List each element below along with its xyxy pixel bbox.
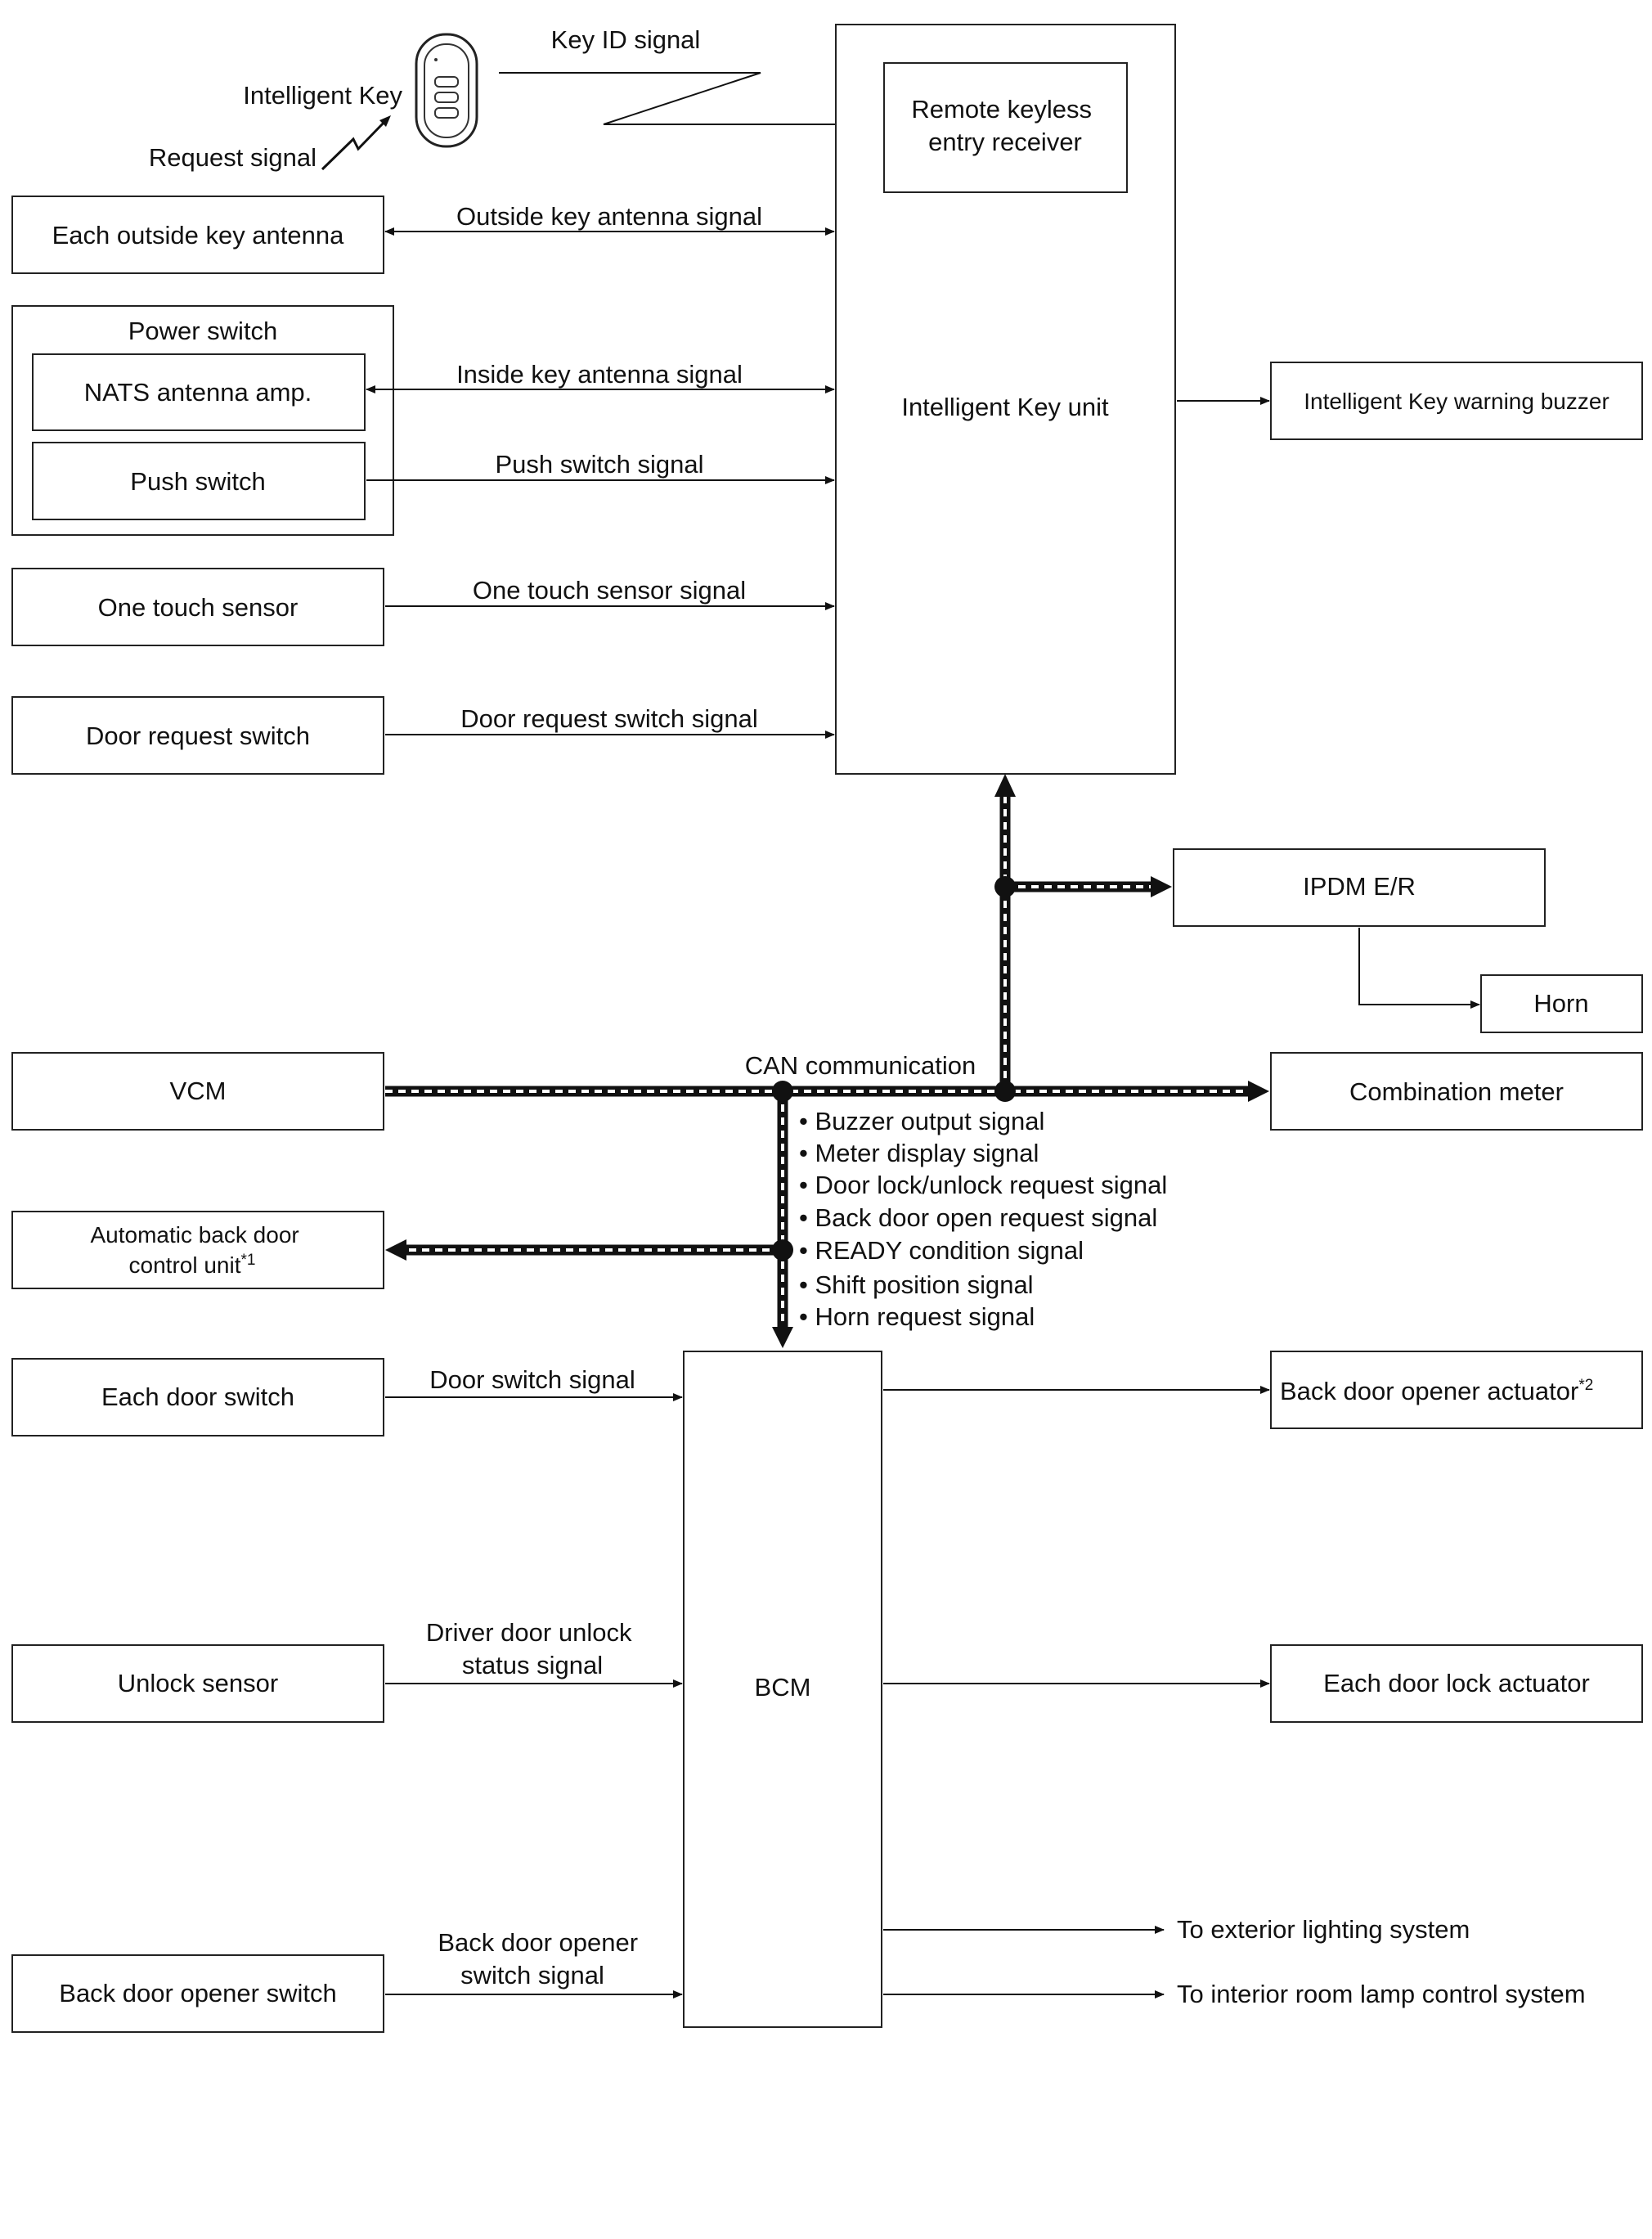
can-signal-item: • Buzzer output signal bbox=[799, 1107, 1044, 1135]
power-switch-label: Power switch bbox=[128, 317, 278, 345]
can-bus bbox=[385, 774, 1269, 1348]
driver-door-unlock-status-signal-label: Driver door unlock status signal bbox=[426, 1618, 639, 1679]
bcm-label: BCM bbox=[755, 1673, 811, 1702]
each-door-lock-actuator-box bbox=[1270, 1644, 1643, 1723]
remote-keyless-receiver-label: Remote keyless entry receiver bbox=[911, 95, 1098, 156]
outside-key-antenna-signal-label: Outside key antenna signal bbox=[456, 202, 762, 231]
vcm-label: VCM bbox=[170, 1077, 227, 1105]
can-signal-item: • READY condition signal bbox=[799, 1236, 1084, 1265]
auto-back-door-cu-box bbox=[11, 1211, 384, 1289]
can-signal-list: • Buzzer output signal • Meter display s… bbox=[799, 1107, 1167, 1331]
nats-antenna-amp-label: NATS antenna amp. bbox=[84, 378, 312, 407]
back-door-opener-actuator-note: *2 bbox=[1578, 1377, 1593, 1394]
intelligent-key-fob-icon bbox=[415, 33, 478, 148]
to-exterior-lighting-label: To exterior lighting system bbox=[1177, 1915, 1470, 1944]
each-door-switch-label: Each door switch bbox=[101, 1383, 294, 1411]
push-switch-label: Push switch bbox=[130, 467, 265, 496]
back-door-opener-actuator-label: Back door opener actuator*2 bbox=[1280, 1377, 1593, 1405]
remote-keyless-receiver-line1: Remote keyless bbox=[911, 95, 1092, 124]
can-signal-item: • Door lock/unlock request signal bbox=[799, 1171, 1167, 1199]
ipdm-er-label: IPDM E/R bbox=[1303, 872, 1416, 901]
ik-warning-buzzer-label: Intelligent Key warning buzzer bbox=[1304, 389, 1609, 414]
back-door-opener-actuator-text: Back door opener actuator bbox=[1280, 1377, 1578, 1405]
unlock-sensor-box bbox=[11, 1644, 384, 1723]
back-door-opener-switch-signal-label: Back door opener switch signal bbox=[438, 1928, 644, 1989]
can-communication-label: CAN communication bbox=[745, 1051, 976, 1080]
key-id-signal-arrow bbox=[499, 72, 882, 128]
driver-door-unlock-status-line2: status signal bbox=[462, 1651, 603, 1679]
nats-antenna-amp-box bbox=[32, 353, 366, 431]
can-signal-item: • Shift position signal bbox=[799, 1270, 1034, 1299]
ipdm-to-horn-arrow bbox=[1358, 928, 1480, 1009]
door-request-switch-label: Door request switch bbox=[86, 722, 310, 750]
can-signal-item: • Horn request signal bbox=[799, 1302, 1035, 1331]
request-signal-lightning-icon bbox=[321, 115, 391, 171]
each-outside-key-antenna-label: Each outside key antenna bbox=[52, 221, 345, 250]
push-switch-signal-label: Push switch signal bbox=[495, 450, 703, 479]
auto-back-door-cu-note: *1 bbox=[241, 1252, 256, 1269]
door-request-switch-box bbox=[11, 696, 384, 775]
ik-warning-buzzer-box bbox=[1270, 362, 1643, 440]
back-door-opener-switch-signal-line2: switch signal bbox=[460, 1961, 604, 1989]
ipdm-er-box bbox=[1173, 848, 1546, 927]
combination-meter-label: Combination meter bbox=[1349, 1077, 1564, 1106]
request-signal-label: Request signal bbox=[149, 143, 316, 172]
one-touch-sensor-label: One touch sensor bbox=[98, 593, 299, 622]
vcm-box bbox=[11, 1052, 384, 1131]
each-door-lock-actuator-label: Each door lock actuator bbox=[1323, 1669, 1590, 1697]
push-switch-box bbox=[32, 442, 366, 520]
remote-keyless-receiver-line2: entry receiver bbox=[928, 128, 1082, 156]
auto-back-door-cu-line2: control unit bbox=[129, 1252, 241, 1278]
remote-keyless-receiver-box bbox=[883, 62, 1128, 193]
auto-back-door-cu-label: Automatic back door control unit*1 bbox=[90, 1222, 305, 1278]
each-outside-key-antenna-box bbox=[11, 196, 384, 274]
back-door-opener-actuator-box bbox=[1270, 1351, 1643, 1429]
door-request-switch-signal-label: Door request switch signal bbox=[460, 704, 758, 733]
intelligent-key-unit-label: Intelligent Key unit bbox=[901, 393, 1109, 421]
driver-door-unlock-status-line1: Driver door unlock bbox=[426, 1618, 632, 1647]
each-door-switch-box bbox=[11, 1358, 384, 1436]
back-door-opener-switch-box bbox=[11, 1954, 384, 2033]
can-signal-item: • Meter display signal bbox=[799, 1139, 1039, 1167]
to-interior-room-lamp-label: To interior room lamp control system bbox=[1177, 1980, 1586, 2008]
bcm-box bbox=[683, 1351, 882, 2028]
horn-box bbox=[1480, 974, 1643, 1033]
unlock-sensor-label: Unlock sensor bbox=[118, 1669, 278, 1697]
one-touch-sensor-box bbox=[11, 568, 384, 646]
horn-label: Horn bbox=[1533, 989, 1588, 1018]
combination-meter-box bbox=[1270, 1052, 1643, 1131]
one-touch-sensor-signal-label: One touch sensor signal bbox=[473, 576, 746, 605]
intelligent-key-label: Intelligent Key bbox=[243, 81, 402, 110]
can-signal-item: • Back door open request signal bbox=[799, 1203, 1157, 1232]
back-door-opener-switch-signal-line1: Back door opener bbox=[438, 1928, 638, 1957]
inside-key-antenna-signal-label: Inside key antenna signal bbox=[456, 360, 743, 389]
back-door-opener-switch-label: Back door opener switch bbox=[59, 1979, 336, 2007]
key-id-signal-label: Key ID signal bbox=[551, 25, 701, 54]
door-switch-signal-label: Door switch signal bbox=[429, 1365, 635, 1394]
auto-back-door-cu-line1: Automatic back door bbox=[90, 1222, 299, 1248]
